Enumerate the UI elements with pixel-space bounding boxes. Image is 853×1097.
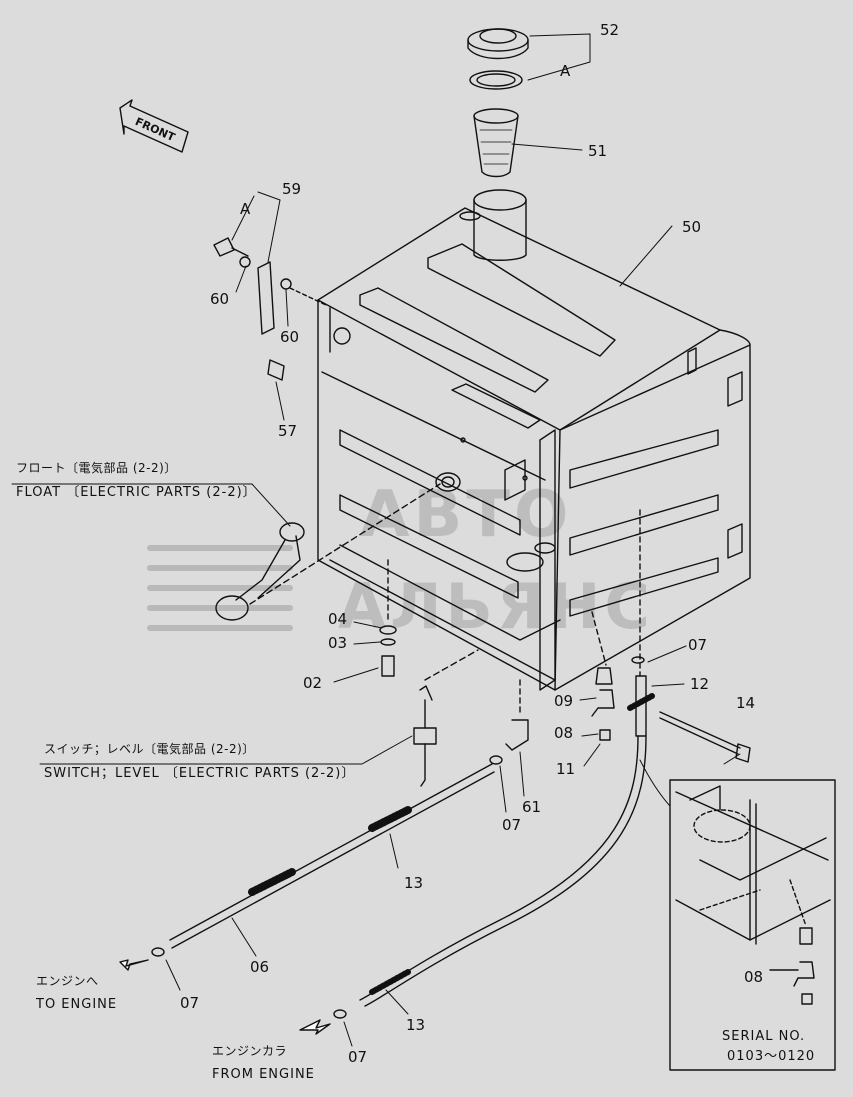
switch-note-jp: スイッチ；レベル〔電気部品 (2-2)〕 xyxy=(44,742,255,756)
from-engine-arrow-icon xyxy=(299,1019,331,1035)
callout-a-left: A xyxy=(240,200,251,218)
supply-hose xyxy=(151,763,495,1019)
strainer xyxy=(473,108,519,178)
callout-14: 14 xyxy=(736,694,756,712)
bracket-and-bolts xyxy=(213,237,327,381)
callout-07-right: 07 xyxy=(688,636,708,654)
callout-13-upper: 13 xyxy=(404,874,424,892)
callout-a-top: A xyxy=(560,62,571,80)
to-engine-jp: エンジンへ xyxy=(36,974,99,988)
watermark-line-1: АВТО xyxy=(360,478,573,552)
callout-08: 08 xyxy=(554,724,574,742)
callout-07-bottom: 07 xyxy=(348,1048,368,1066)
level-switch xyxy=(413,649,479,787)
callout-08-inset: 08 xyxy=(744,968,764,986)
callout-06: 06 xyxy=(250,958,270,976)
callout-57: 57 xyxy=(278,422,298,440)
callout-02: 02 xyxy=(303,674,323,692)
from-engine-en: FROM ENGINE xyxy=(212,1067,315,1082)
callout-09: 09 xyxy=(554,692,574,710)
callout-51: 51 xyxy=(588,142,608,160)
serial-inset xyxy=(669,779,836,1071)
callout-11: 11 xyxy=(556,760,576,778)
callout-07-lower-left: 07 xyxy=(180,994,200,1012)
callout-52: 52 xyxy=(600,21,620,39)
watermark-logo xyxy=(147,545,293,631)
bolt-washers xyxy=(379,559,397,677)
callout-04: 04 xyxy=(328,610,348,628)
to-engine-en: TO ENGINE xyxy=(36,997,118,1012)
serial-label: SERIAL NO. xyxy=(722,1029,806,1044)
serial-range: 0103～0120 xyxy=(727,1049,816,1064)
fuel-tank xyxy=(317,189,751,691)
callout-07-mid: 07 xyxy=(502,816,522,834)
callout-60-right: 60 xyxy=(280,328,300,346)
fuel-cap xyxy=(467,28,529,90)
watermark-line-2: АЛЬЯНС xyxy=(338,570,654,643)
callout-59: 59 xyxy=(282,180,302,198)
cable-tie xyxy=(659,711,751,763)
callout-13-lower: 13 xyxy=(406,1016,426,1034)
to-engine-arrow-icon xyxy=(119,959,149,971)
callout-61: 61 xyxy=(522,798,542,816)
callout-03: 03 xyxy=(328,634,348,652)
float-note-en: FLOAT 〔ELECTRIC PARTS (2-2)〕 xyxy=(16,485,257,500)
callout-50: 50 xyxy=(682,218,702,236)
callout-60-left: 60 xyxy=(210,290,230,308)
front-arrow-icon xyxy=(119,99,189,153)
float-note-jp: フロート〔電気部品 (2-2)〕 xyxy=(16,461,177,475)
callout-12: 12 xyxy=(690,675,710,693)
fittings xyxy=(489,611,645,765)
return-hose xyxy=(359,509,655,1007)
leader-lines xyxy=(11,33,741,1047)
from-engine-jp: エンジンカラ xyxy=(212,1044,288,1058)
float-assembly xyxy=(215,483,441,621)
switch-note-en: SWITCH；LEVEL 〔ELECTRIC PARTS (2-2)〕 xyxy=(44,766,356,781)
